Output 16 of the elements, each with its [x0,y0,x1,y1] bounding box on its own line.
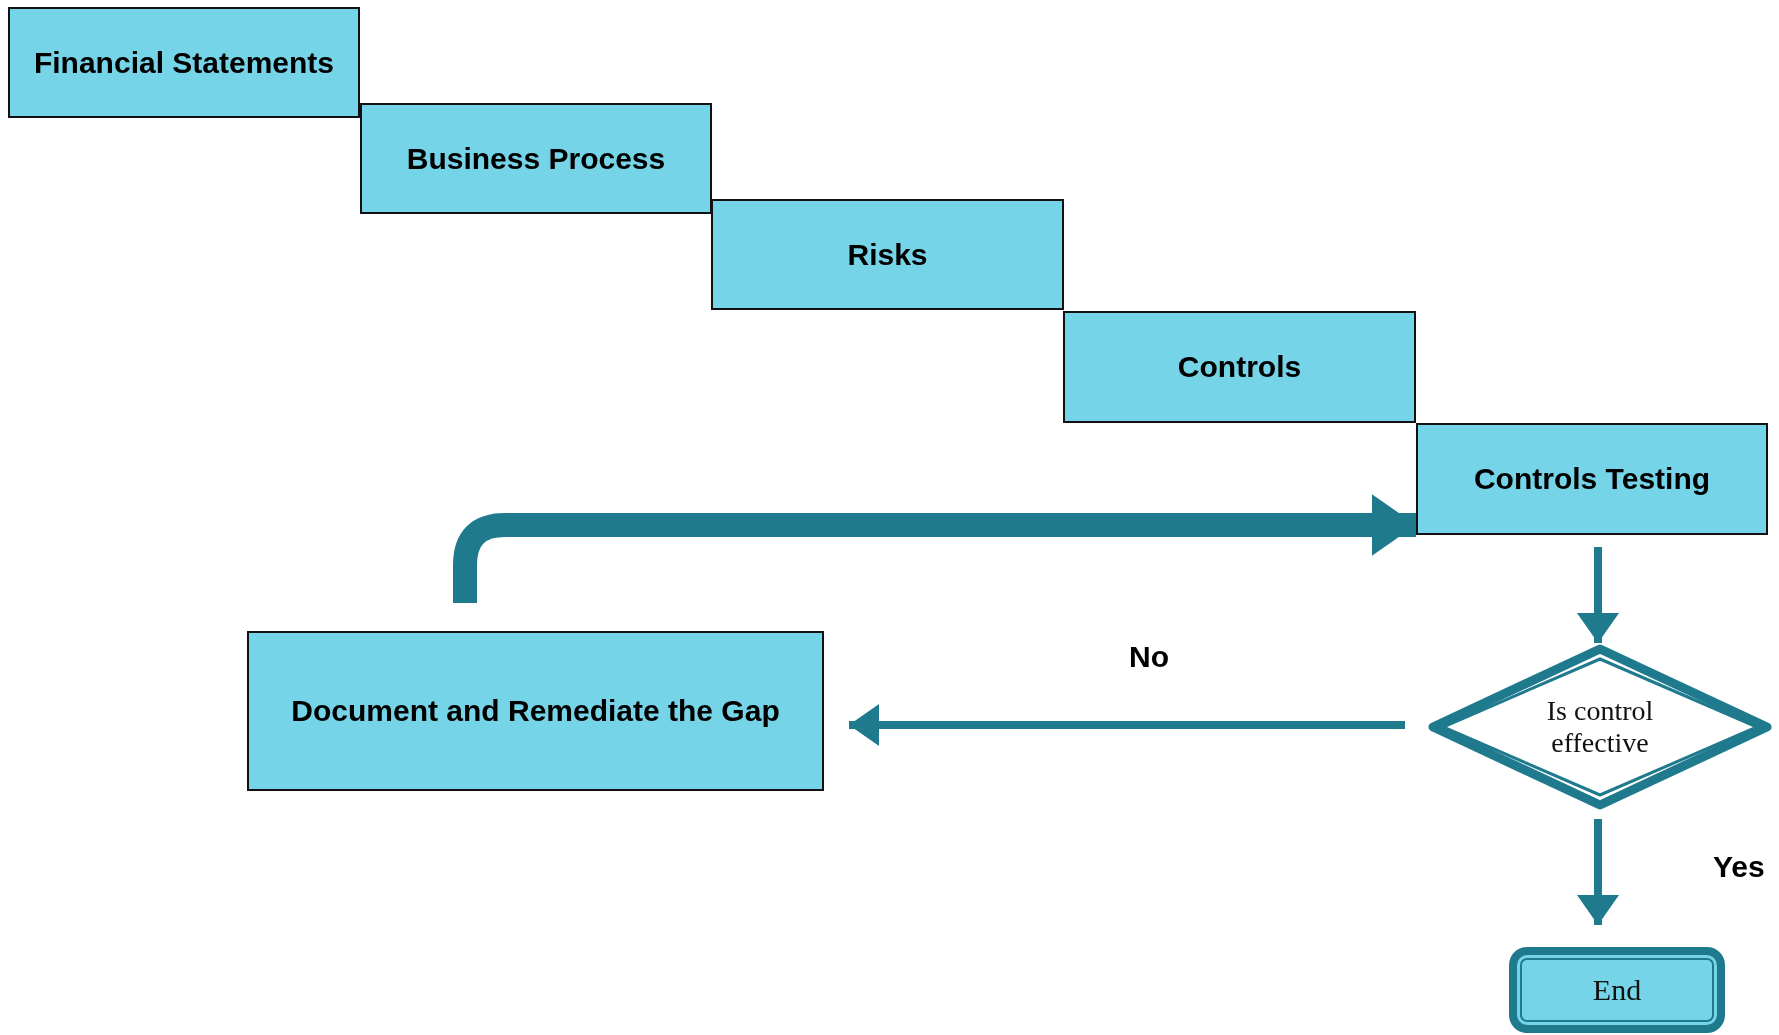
box-label: Business Process [406,141,666,176]
box-label: Controls [1177,350,1302,384]
process-box [360,103,712,214]
process-box [711,199,1064,310]
box-label: Controls Testing [1473,462,1711,496]
decision-diamond [1427,643,1773,811]
box-label: Risks [847,237,928,272]
process-box [247,631,824,791]
process-box [8,7,360,118]
process-box [1063,311,1416,423]
box-label: Document and Remediate the Gap [291,694,780,728]
box-label: End [1592,973,1642,1007]
process-box [1416,423,1768,535]
box-label: Financial Statements [33,45,335,80]
decision-text: Is control effective [1545,694,1655,760]
terminal-box [1509,947,1725,1033]
